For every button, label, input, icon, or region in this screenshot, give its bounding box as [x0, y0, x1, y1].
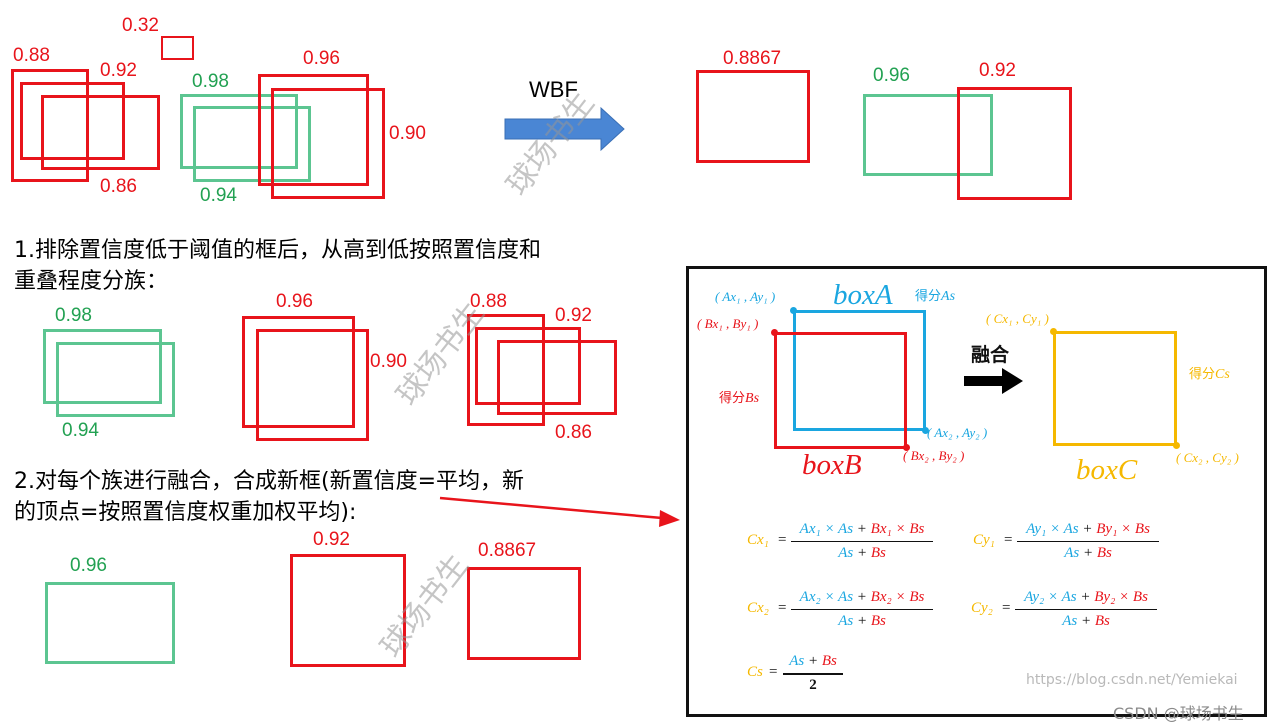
scoreB-label: 得分Bs: [719, 390, 760, 406]
box-086: [497, 340, 617, 415]
formula-cx2: Cx₂ = Ax₂ × As + Bx₂ × Bs As + Bs: [747, 589, 937, 629]
point-dot: [1173, 442, 1180, 449]
boxB-label: boxB: [802, 449, 862, 481]
formula-cy2: Cy₂ = Ay₂ × As + By₂ × Bs As + Bs: [971, 589, 1161, 629]
step2-text: 2.对每个族进行融合，合成新框(新置信度=平均，新 的顶点=按照置信度权重加权平…: [14, 466, 524, 528]
score-label: 0.96: [873, 65, 910, 86]
box-092: [475, 327, 581, 405]
score-label: 0.94: [200, 185, 237, 206]
score-label: 0.8867: [723, 48, 782, 69]
point-dot: [1050, 328, 1057, 335]
point-dot: [922, 427, 929, 434]
fuse-label: 融合: [971, 344, 1010, 366]
score-label: 0.86: [100, 176, 137, 197]
point-C1: ( Cx₁ , Cy₁ ): [986, 311, 1049, 326]
score-label: 0.96: [70, 555, 107, 576]
score-label: 0.96: [276, 291, 313, 312]
point-dot: [903, 444, 910, 451]
arrow-right-icon: [504, 106, 625, 152]
formula-cs: Cs = As + Bs 2: [747, 653, 857, 693]
score-label: 0.98: [55, 305, 92, 326]
score-label: 0.88: [470, 291, 507, 312]
box-result-092: [957, 87, 1072, 200]
point-B1: ( Bx₁ , By₁ ): [697, 316, 759, 331]
box-094: [56, 342, 175, 417]
score-label: 0.98: [192, 71, 229, 92]
box-result-08867: [696, 70, 810, 163]
point-dot: [771, 329, 778, 336]
boxA-label: boxA: [833, 279, 893, 311]
csdn-credit: CSDN @球场书生: [1113, 704, 1244, 723]
scoreC-label: 得分Cs: [1189, 366, 1230, 382]
point-A2: ( Ax₂ , Ay₂ ): [927, 425, 988, 440]
box-032: [161, 36, 194, 60]
step1-line1: 1.排除置信度低于阈值的框后，从高到低按照置信度和: [14, 238, 541, 263]
arrow-right-icon: [964, 368, 1023, 394]
box-088: [11, 69, 89, 182]
box-094: [193, 106, 311, 182]
point-dot: [790, 307, 797, 314]
box-098: [43, 329, 162, 404]
pointer-arrow-icon: [439, 496, 680, 527]
box-086: [41, 95, 160, 170]
point-A1: ( Ax₁ , Ay₁ ): [715, 289, 776, 304]
box-090: [271, 88, 385, 199]
score-label: 0.90: [389, 123, 426, 144]
boxC-label: boxC: [1076, 454, 1138, 486]
box-088: [467, 314, 545, 426]
box-fused-08867: [467, 567, 581, 660]
score-label: 0.94: [62, 420, 99, 441]
step1-text: 1.排除置信度低于阈值的框后，从高到低按照置信度和 重叠程度分族：: [14, 235, 541, 297]
score-label: 0.92: [555, 305, 592, 326]
step1-line2: 重叠程度分族：: [14, 269, 169, 294]
score-label: 0.90: [370, 351, 407, 372]
point-B2: ( Bx₂ , By₂ ): [903, 448, 965, 463]
formula-cy1: Cy₁ = Ay₁ × As + By₁ × Bs As + Bs: [973, 521, 1163, 561]
point-C2: ( Cx₂ , Cy₂ ): [1176, 450, 1239, 465]
step2-line2: 的顶点=按照置信度权重加权平均):: [14, 500, 357, 525]
box-092: [20, 82, 125, 160]
box-result-096: [863, 94, 993, 176]
score-label: 0.92: [979, 60, 1016, 81]
box-098: [180, 94, 298, 169]
formula-lhs: Cx₂: [747, 600, 769, 616]
scoreA-label: 得分As: [915, 288, 956, 304]
score-label: 0.92: [313, 529, 350, 550]
blog-url[interactable]: https://blog.csdn.net/Yemiekai: [1026, 672, 1238, 688]
boxB: [774, 332, 907, 449]
boxA: [793, 310, 926, 431]
score-label: 0.92: [100, 60, 137, 81]
box-096: [258, 74, 369, 186]
score-label: 0.86: [555, 422, 592, 443]
formula-lhs: Cx₁: [747, 532, 769, 548]
formula-lhs: Cy₁: [973, 532, 995, 548]
boxC: [1053, 331, 1177, 446]
box-096: [242, 316, 355, 428]
box-fused-092: [290, 554, 406, 667]
box-fused-096: [45, 582, 175, 664]
formula-lhs: Cs: [747, 664, 763, 680]
fusion-panel: boxA 得分As ( Ax₁ , Ay₁ ) ( Bx₁ , By₁ ) 得分…: [686, 266, 1267, 723]
step2-line1: 2.对每个族进行融合，合成新框(新置信度=平均，新: [14, 469, 525, 494]
score-label: 0.88: [13, 45, 50, 66]
wbf-label: WBF: [529, 77, 578, 102]
score-label: 0.8867: [478, 540, 537, 561]
score-label: 0.32: [122, 15, 159, 36]
formula-lhs: Cy₂: [971, 600, 993, 616]
score-label: 0.96: [303, 48, 340, 69]
formula-cx1: Cx₁ = Ax₁ × As + Bx₁ × Bs As + Bs: [747, 521, 937, 561]
box-090: [256, 329, 369, 441]
